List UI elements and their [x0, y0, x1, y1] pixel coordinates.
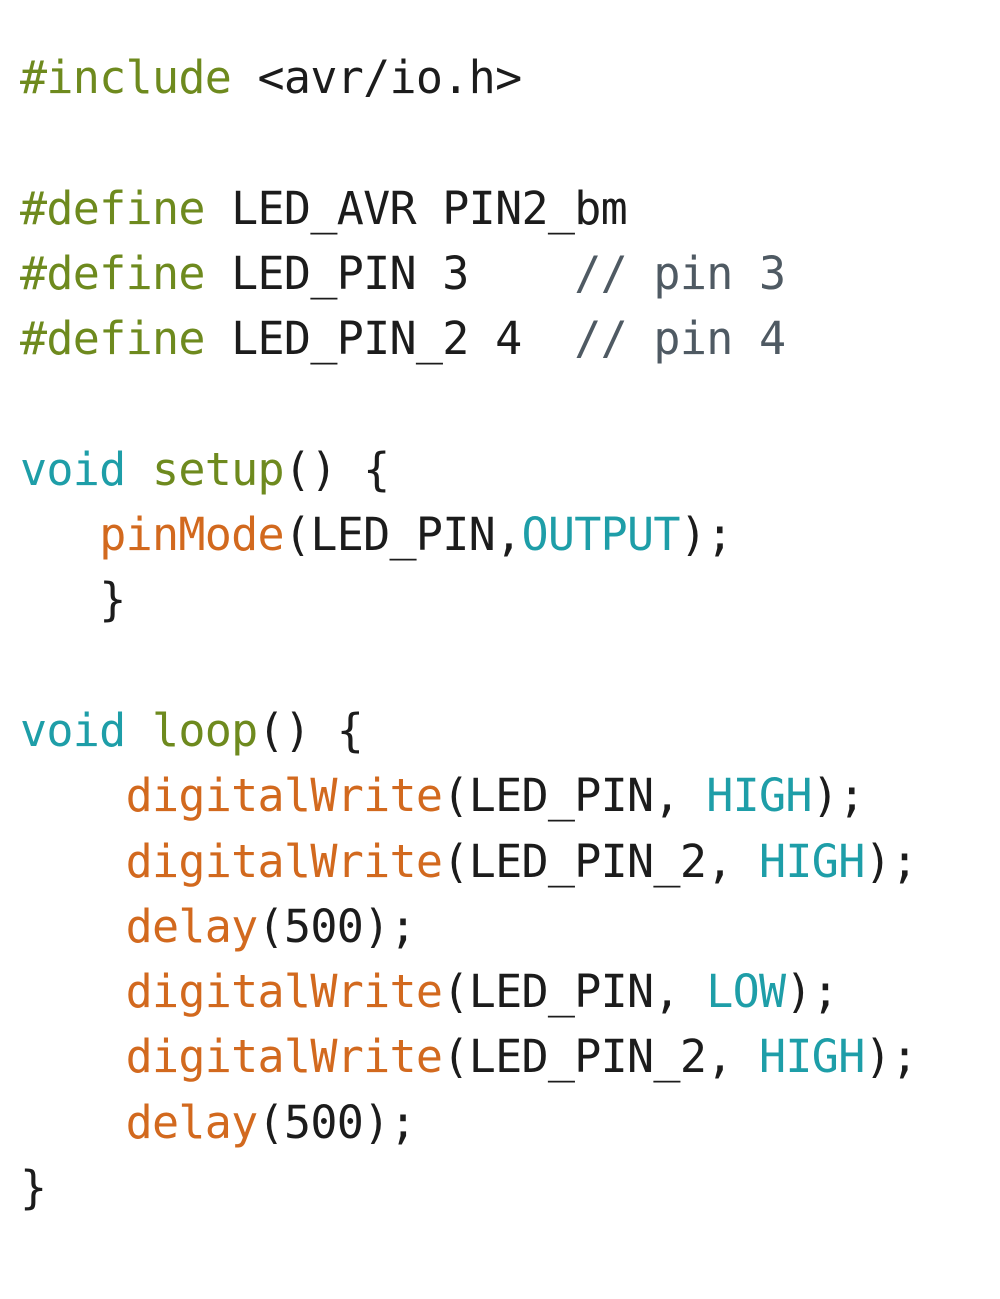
code-token-function-def: loop: [151, 703, 258, 757]
code-line: #include <avr/io.h>: [20, 45, 917, 110]
code-line: [20, 110, 917, 175]
code-token-plain: }: [20, 1161, 47, 1215]
indent: [20, 900, 126, 953]
code-token-function-def: setup: [151, 442, 285, 496]
indent: [20, 835, 126, 888]
indent: [20, 965, 126, 1018]
code-token-preprocessor: #define: [20, 246, 205, 300]
code-token-builtin-call: digitalWrite: [125, 965, 443, 1019]
code-line: digitalWrite(LED_PIN_2, HIGH);: [20, 829, 919, 894]
code-token-constant: HIGH: [759, 834, 865, 888]
code-line: pinMode(LED_PIN,OUTPUT);: [20, 502, 917, 567]
code-line: delay(500);: [20, 1090, 917, 1155]
code-token-builtin-call: digitalWrite: [125, 834, 443, 888]
code-token-plain: }: [99, 573, 126, 627]
code-token-plain: (500);: [257, 1095, 417, 1149]
code-line: #define LED_PIN_2 4 // pin 4: [20, 306, 917, 371]
code-line: }: [20, 567, 917, 632]
code-token-keyword: void: [20, 703, 126, 757]
code-token-plain: );: [785, 965, 839, 1019]
code-token-plain: );: [811, 769, 865, 823]
code-line: void setup() {: [20, 437, 917, 502]
indent: [20, 508, 99, 561]
code-token-constant: LOW: [706, 965, 786, 1019]
code-token-plain: (LED_PIN,: [442, 769, 707, 823]
code-token-plain: [126, 443, 152, 496]
code-token-plain: (500);: [257, 899, 417, 953]
code-token-constant: OUTPUT: [521, 508, 680, 562]
code-token-plain: );: [864, 1030, 918, 1084]
code-token-plain: (LED_PIN_2,: [442, 834, 760, 888]
code-token-builtin-call: digitalWrite: [125, 1030, 443, 1084]
code-line: delay(500);: [20, 894, 917, 959]
indent: [20, 1096, 126, 1149]
code-line: digitalWrite(LED_PIN, HIGH);: [20, 763, 917, 828]
code-token-constant: HIGH: [759, 1030, 865, 1084]
code-token-preprocessor: #include: [20, 51, 232, 104]
code-token-plain: (LED_PIN,: [283, 508, 522, 562]
code-token-plain: (LED_PIN_2,: [442, 1030, 760, 1084]
code-token-plain: (LED_PIN,: [442, 965, 707, 1019]
code-line: [20, 633, 917, 698]
code-token-builtin-call: delay: [125, 1095, 259, 1149]
code-token-preprocessor: #define: [20, 312, 205, 366]
code-token-preprocessor: #define: [20, 181, 205, 235]
code-token-plain: () {: [283, 442, 390, 496]
indent: [20, 1030, 126, 1083]
code-token-comment: // pin 3: [574, 246, 786, 300]
indent: [20, 769, 126, 822]
code-line: #define LED_PIN 3 // pin 3: [20, 241, 917, 306]
code-token-builtin-call: digitalWrite: [125, 769, 443, 823]
code-token-plain: [126, 704, 152, 757]
code-line: digitalWrite(LED_PIN, LOW);: [20, 959, 917, 1024]
code-token-comment: // pin 4: [574, 312, 786, 366]
code-token-plain: LED_AVR PIN2_bm: [204, 181, 628, 235]
code-token-constant: HIGH: [706, 769, 812, 823]
code-token-builtin-call: pinMode: [99, 508, 284, 562]
code-line: [20, 371, 917, 436]
code-token-plain: LED_PIN_2 4: [204, 312, 575, 366]
code-line: void loop() {: [20, 698, 917, 763]
indent: [20, 573, 99, 626]
code-token-plain: LED_PIN 3: [204, 246, 575, 300]
code-token-plain: );: [679, 508, 733, 562]
code-token-plain: <avr/io.h>: [231, 51, 523, 104]
code-token-plain: () {: [257, 703, 364, 757]
code-line: #define LED_AVR PIN2_bm: [20, 176, 917, 241]
code-editor[interactable]: #include <avr/io.h> #define LED_AVR PIN2_…: [20, 45, 919, 1220]
code-token-builtin-call: delay: [125, 899, 259, 953]
code-line: }: [20, 1155, 917, 1220]
code-token-keyword: void: [20, 442, 126, 496]
code-line: digitalWrite(LED_PIN_2, HIGH);: [20, 1024, 919, 1089]
code-token-plain: );: [864, 834, 918, 888]
